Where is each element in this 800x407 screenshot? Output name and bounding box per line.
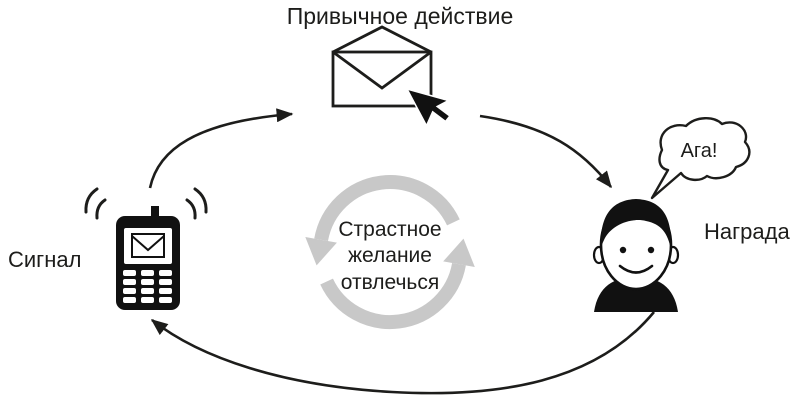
arrow-routine-to-reward: [479, 114, 613, 189]
mouse-cursor-icon: [405, 87, 452, 128]
reward-label: Награда: [704, 219, 790, 244]
mobile-phone-icon: [84, 187, 208, 310]
speech-bubble-text: Ага!: [680, 140, 718, 162]
smiling-person-icon: [592, 199, 680, 312]
arrow-cue-to-routine: [148, 108, 294, 189]
circular-cycle-arrows-icon: [305, 175, 475, 330]
arrow-reward-to-cue: [150, 311, 656, 395]
craving-label: Страстное желание отвлечься: [338, 218, 442, 294]
speech-bubble: [650, 117, 751, 200]
cue-label: Сигнал: [8, 247, 82, 272]
routine-label: Привычное действие: [286, 3, 514, 29]
